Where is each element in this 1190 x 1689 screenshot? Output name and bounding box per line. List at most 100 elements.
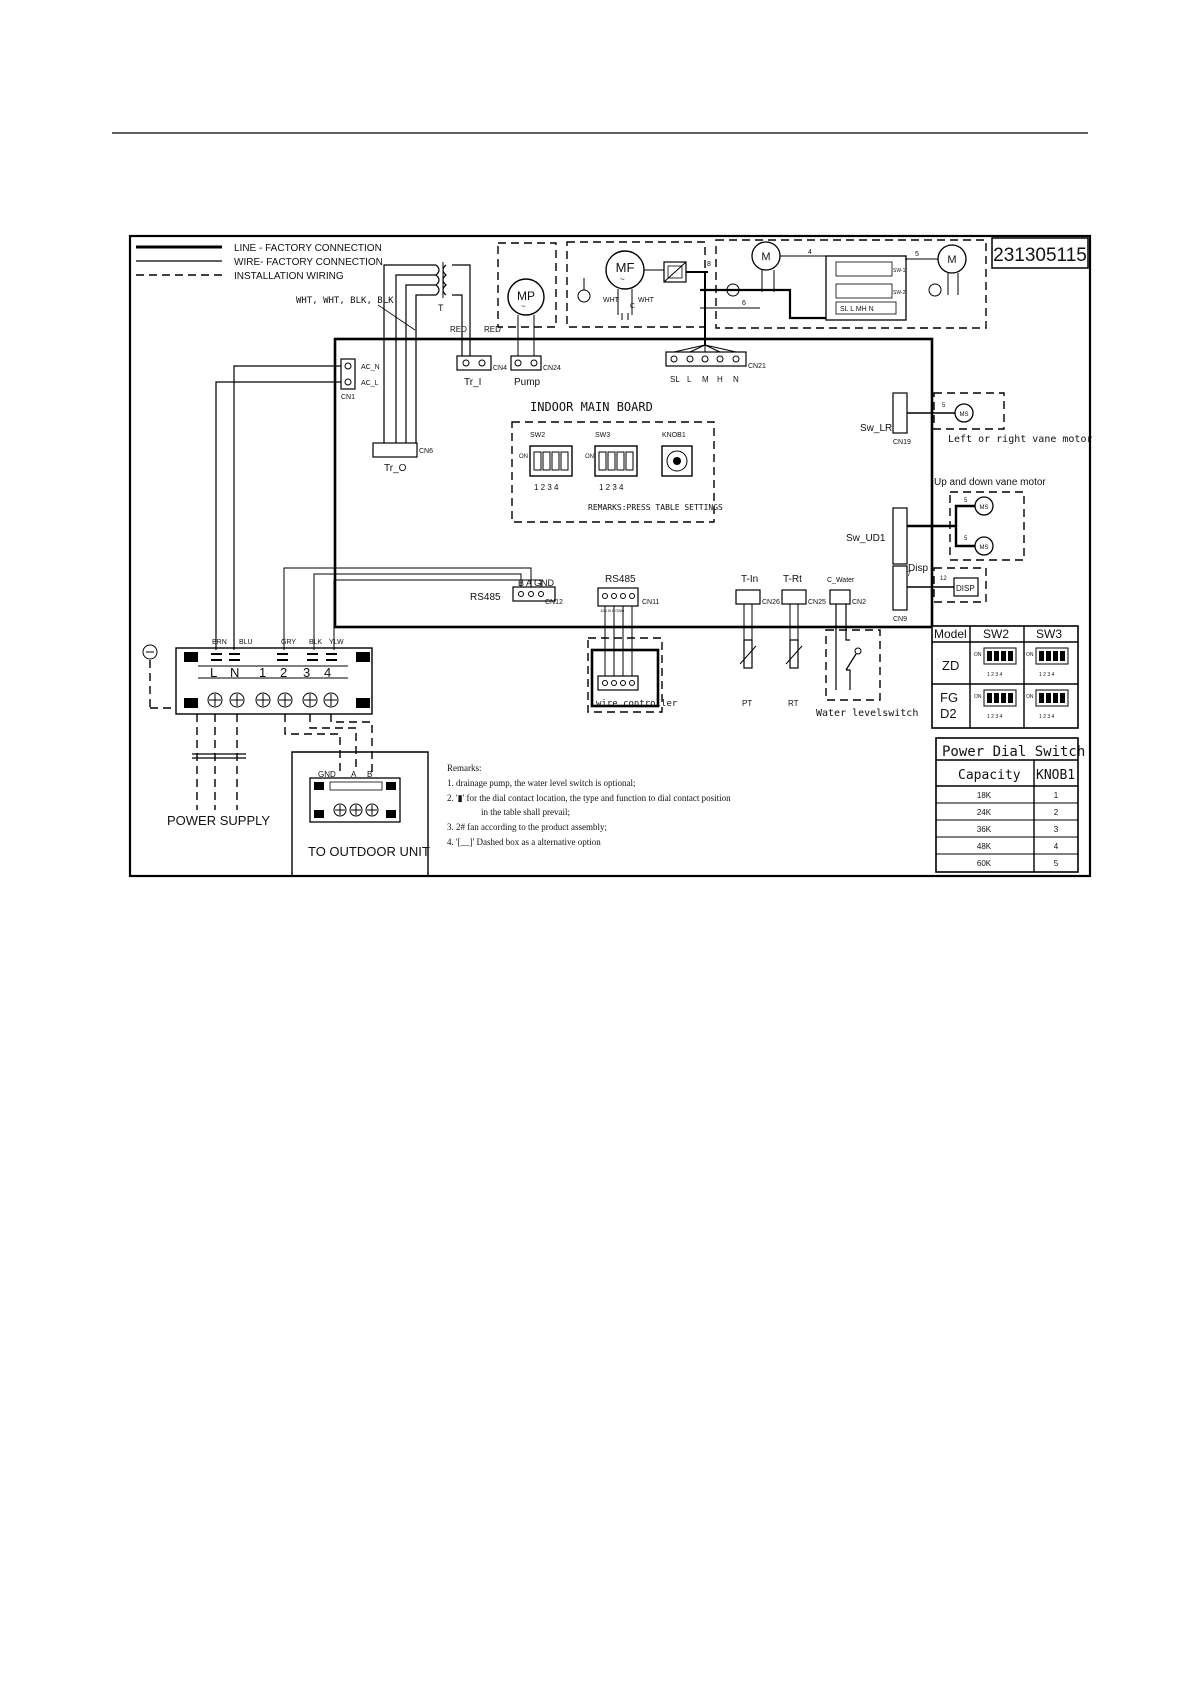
tr-o-label: Tr_O [384, 463, 407, 474]
outdoor-unit: GND A B TO OUTDOOR UNIT [291, 751, 430, 876]
remarks-line-3: in the table shall prevail; [481, 807, 570, 817]
remarks-line-1: 1. drainage pump, the water level switch… [447, 778, 635, 788]
sw3-nums: 1 2 3 4 [599, 483, 624, 492]
vane-lr: Sw_LR CN19 5 MS Left or right vane motor [860, 392, 1093, 446]
legend-wire-factory: WIRE- FACTORY CONNECTION [234, 257, 383, 268]
sw3-label: SW3 [595, 432, 610, 439]
vane-ud-n2: 5 [964, 536, 968, 542]
rs485-board: RS485 B A GND CN12 [283, 567, 563, 650]
cn21-label: CN21 [748, 363, 766, 370]
cn24-label: CN24 [543, 365, 561, 372]
remarks: Remarks: 1. drainage pump, the water lev… [447, 763, 731, 847]
t-rt-label: T-Rt [783, 574, 802, 585]
fan-c: C [630, 303, 635, 310]
dial-knob-3: 3 [1054, 825, 1059, 834]
dial-cap-3: 36K [977, 825, 992, 834]
cn2-label: CN2 [852, 599, 866, 606]
rs485-wire-controller: RS485 CN11 12V B A GND wire controller [587, 574, 678, 713]
cn11-label: CN11 [642, 599, 659, 606]
transformer-red2: RED [484, 325, 501, 334]
t-in-label: T-In [741, 574, 758, 585]
tr-i-connector [456, 355, 492, 371]
cn21-pin-m: M [702, 375, 709, 384]
vane-lr-label: Left or right vane motor [948, 434, 1093, 445]
terminal-1: 1 [259, 665, 266, 680]
c-water-label: C_Water [827, 577, 855, 584]
pt-label: PT [742, 699, 752, 708]
model-dip-zd-sw3: ON 1 2 3 4 [1026, 647, 1069, 678]
disp-label: Disp [908, 563, 928, 574]
rt-label: RT [788, 699, 799, 708]
model-fg-sw2-on: ON [974, 694, 982, 700]
model-zd-sw3-nums: 1 2 3 4 [1039, 672, 1055, 678]
knob1-label: KNOB1 [662, 432, 686, 439]
dial-capacity-header: Capacity [958, 768, 1021, 783]
sw-ud1-label: Sw_UD1 [846, 533, 886, 544]
cn21-pin-l: L [687, 375, 692, 384]
remarks-title: Remarks: [447, 763, 482, 773]
sw2-label: SW2 [530, 432, 545, 439]
ac-l-label: AC_L [361, 380, 379, 387]
dial-knob-5: 5 [1054, 859, 1059, 868]
model-zd-sw2-on: ON [974, 652, 982, 658]
cn1-connector: AC_N AC_L CN1 [215, 358, 380, 650]
model-sw2-header: SW2 [983, 627, 1009, 641]
cn25-label: CN25 [808, 599, 826, 606]
vane-ud-label: Up and down vane motor [934, 477, 1046, 488]
outdoor-b: B [367, 770, 372, 779]
power-supply-label: POWER SUPPLY [167, 813, 270, 828]
rs485-board-label: RS485 [470, 592, 501, 603]
diagram-frame [128, 234, 1092, 878]
wire-label-gry: GRY [281, 639, 296, 646]
remarks-line-2: 2. '▮' for the dial contact location, th… [447, 793, 731, 803]
model-fg-sw3-on: ON [1026, 694, 1034, 700]
disp-num: 12 [940, 576, 947, 582]
model-header: Model [934, 627, 967, 641]
cn6-label: CN6 [419, 448, 433, 455]
remarks-line-5: 4. '[__]' Dashed box as a alternative op… [447, 837, 601, 847]
model-dip-zd-sw2: ON 1 2 3 4 [974, 647, 1017, 678]
legend-installation: INSTALLATION WIRING [234, 271, 344, 282]
legend: LINE - FACTORY CONNECTION WIRE- FACTORY … [136, 243, 383, 282]
model-row-zd: ZD [942, 658, 959, 673]
indoor-main-board [333, 337, 934, 629]
cn19-label: CN19 [893, 439, 911, 446]
legend-line-factory: LINE - FACTORY CONNECTION [234, 243, 382, 254]
dial-knob-1: 1 [1054, 791, 1059, 800]
cn4-label: CN4 [493, 365, 507, 372]
dial-cap-1: 18K [977, 791, 992, 800]
wire-label-brn: BRN [212, 639, 227, 646]
transformer: T WHT, WHT, BLK, BLK RED RED CN4 Tr_I CN… [296, 262, 507, 474]
dial-cap-2: 24K [977, 808, 992, 817]
pump-motor: MP ~ CN24 Pump [497, 242, 561, 388]
vane-lr-motor: MS [960, 412, 969, 418]
terminal-block: BRN BLU GRY BLK YLW L N 1 2 3 4 [142, 639, 373, 828]
dial-knob-2: 2 [1054, 808, 1059, 817]
board-remarks: REMARKS:PRESS TABLE SETTINGS [588, 503, 723, 512]
mp-label: MP [517, 289, 535, 303]
vane-motor-group: M M 4 5 SW-1 SW-2 SL L MH N 6 [700, 239, 987, 329]
wire-controller-label: wire controller [596, 699, 678, 709]
model-dip-fg-sw3: ON 1 2 3 4 [1026, 689, 1069, 720]
sw2-nums: 1 2 3 4 [534, 483, 559, 492]
terminal-l: L [210, 665, 217, 680]
pump-label: Pump [514, 377, 541, 388]
vane-ud-m2: MS [980, 545, 989, 551]
terminal-dashes [211, 653, 337, 661]
dial-cap-5: 60K [977, 859, 992, 868]
model-row-fg: FG [940, 690, 958, 705]
vane-sw1: SW-1 [893, 268, 906, 274]
cn26-label: CN26 [762, 599, 780, 606]
dial-knob-4: 4 [1054, 842, 1059, 851]
transformer-red1: RED [450, 325, 467, 334]
model-zd-sw3-on: ON [1026, 652, 1034, 658]
water-level-switch-label: Water levelswitch [816, 708, 918, 719]
power-dial-table: Power Dial Switch Capacity KNOB1 18K 1 2… [935, 737, 1085, 873]
display: Disp CN9 12 DISP [892, 563, 987, 623]
sw-lr-label: Sw_LR [860, 423, 892, 434]
wire-label-ylw: YLW [329, 639, 344, 646]
model-dip-fg-sw2: ON 1 2 3 4 [974, 689, 1017, 720]
wire-label-blk: BLK [309, 639, 323, 646]
